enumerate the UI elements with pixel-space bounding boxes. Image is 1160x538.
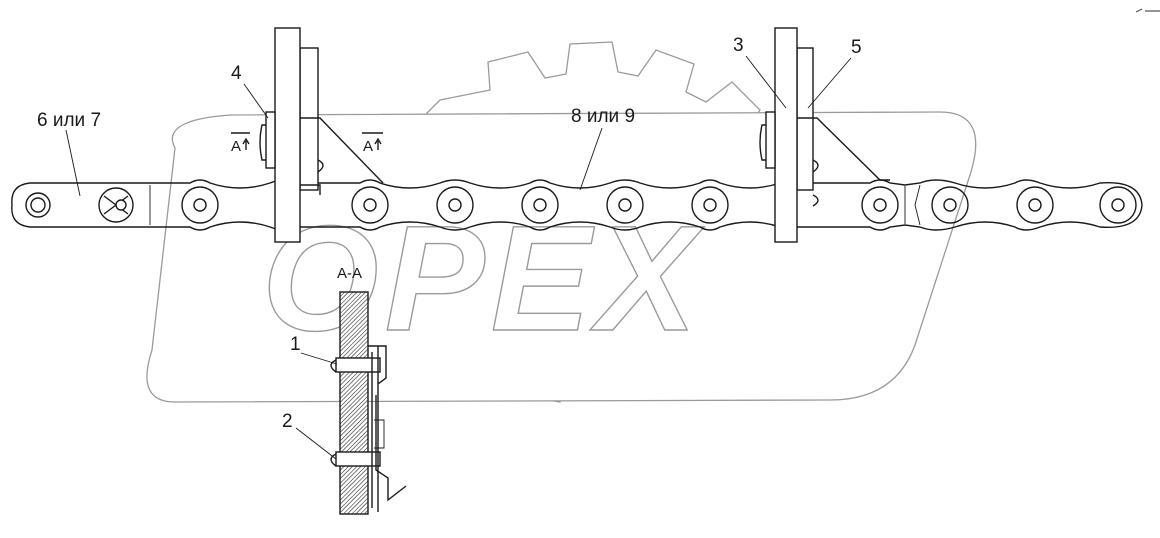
callout-5: 5 [851,37,862,58]
section-marker-right: A [362,132,383,155]
leader-5 [807,57,852,109]
callout-8-9: 8 или 9 [571,106,635,127]
roller [691,186,729,224]
bolt-head-left [259,124,275,161]
scraper-assembly-left [259,27,384,243]
section-view-a-a: A-A [330,265,407,515]
nut-right [812,159,819,207]
section-marker-left: A [231,132,250,155]
roller [181,186,219,224]
roller-pin [703,198,717,212]
callout-3: 3 [733,35,744,56]
spring-clip-pin [115,199,127,211]
end-link-pin [25,192,51,218]
callout-6-7: 6 или 7 [37,110,101,131]
bracket-detail [374,419,385,449]
roller-pin [448,198,462,212]
callout-1: 1 [290,334,301,355]
leader-3 [745,55,787,109]
bolt-section-upper [335,357,381,373]
washer-right [765,111,776,169]
leader-8-9 [579,127,603,191]
section-marker-letter: A [231,138,241,155]
chain-envelope [11,179,1143,231]
callout-4: 4 [231,63,242,84]
roller-pin [1111,198,1125,212]
chain-plate-lines [149,184,921,226]
roller-pin [943,198,957,212]
section-marker-letter: A [363,138,373,155]
bolt-heads [330,359,337,467]
bracket-section [375,395,407,502]
roller-pin [193,198,207,212]
roller-chain [11,179,1143,231]
section-title: A-A [337,265,362,282]
leader-1 [300,352,338,365]
roller-pin [533,198,547,212]
bolt-section-lower [335,451,381,467]
leader-4 [243,83,269,119]
bracket-right [797,117,890,181]
bracket-foot-left [300,184,321,195]
roller-pin [873,198,887,212]
bracket-left [300,117,384,184]
leader-6-7 [65,129,81,197]
roller [931,186,969,224]
roller [436,186,474,224]
belt-cross-section [339,291,369,515]
watermark-text: OPEX [262,194,705,362]
leader-lines [65,55,852,460]
scraper-section-profile [368,345,387,512]
spring-clip [98,187,134,223]
roller [1099,186,1137,224]
corner-mark [1135,8,1160,13]
scraper-blade-left [299,47,319,191]
chain-rollers [181,186,1137,224]
roller [861,186,899,224]
scraper-plate-right [774,27,798,243]
arrow-up-icon [242,137,250,150]
scraper-plate-left [274,27,301,243]
roller-pin [618,198,632,212]
roller [1016,186,1054,224]
callout-2: 2 [282,411,293,432]
callouts: 4 3 5 6 или 7 8 или 9 1 2 [37,35,862,432]
leader-2 [295,427,337,460]
bolt-head-right [759,124,775,161]
scraper-assembly-right [759,27,890,243]
roller [521,186,559,224]
washer-left [265,111,276,169]
end-link-pin-inner [30,197,46,213]
watermark: OPEX [146,41,977,403]
scraper-blade-right [796,47,814,191]
arrow-up-icon [374,137,382,150]
roller-pin [363,198,377,212]
roller [606,186,644,224]
roller-pin [1028,198,1042,212]
nut-left [317,159,324,173]
roller [351,186,389,224]
